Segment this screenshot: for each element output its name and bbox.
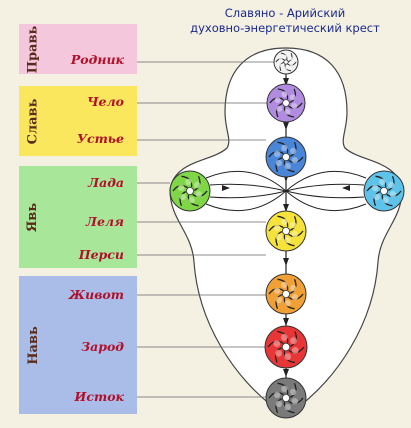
swirl-highlight [274, 288, 280, 294]
swirl-core [283, 100, 290, 107]
label-zarod: Зарод [81, 339, 124, 354]
swirl-highlight [180, 194, 186, 200]
swirl-highlight [379, 179, 385, 185]
swirl-highlight [284, 163, 290, 169]
swirl-highlight [292, 231, 298, 237]
swirl-highlight [290, 94, 296, 100]
swirl-highlight [289, 62, 293, 66]
label-rodnik: Родник [71, 52, 124, 67]
swirl-highlight [281, 282, 287, 288]
swirl-highlight [284, 404, 290, 410]
swirl-highlight [292, 294, 298, 300]
label-ustye: Устье [77, 131, 124, 146]
swirl-highlight [290, 148, 296, 154]
swirl-highlight [290, 285, 296, 291]
swirl-highlight [388, 182, 394, 188]
swirl-highlight [290, 222, 296, 228]
swirl-highlight [274, 392, 280, 398]
swirl-highlight [194, 182, 200, 188]
swirl-highlight [292, 157, 298, 163]
band-name-yav: Явь [26, 202, 41, 231]
swirl-highlight [276, 160, 282, 166]
label-persi: Перси [79, 247, 124, 262]
swirl-highlight [196, 191, 202, 197]
swirl-core [282, 153, 289, 160]
swirl-core [380, 187, 387, 194]
band-name-slav: Славь [26, 98, 41, 144]
swirl-highlight [188, 197, 194, 203]
swirl-highlight [275, 97, 281, 103]
title-line-1: Славяно - Арийский [160, 6, 410, 21]
swirl-highlight [274, 151, 280, 157]
swirl-highlight [283, 55, 287, 59]
swirl-highlight [280, 64, 284, 68]
swirl-highlight [276, 297, 282, 303]
label-lada: Лада [88, 175, 124, 190]
swirl-core [282, 343, 290, 351]
swirl-highlight [178, 185, 184, 191]
label-lelya: Леля [86, 214, 124, 229]
swirl-highlight [273, 340, 280, 347]
swirl-highlight [279, 58, 283, 62]
swirl-highlight [291, 103, 297, 109]
swirl-highlight [372, 185, 378, 191]
swirl-core [186, 187, 193, 194]
swirl-highlight [288, 57, 292, 61]
swirl-highlight [274, 225, 280, 231]
label-chelo: Чело [87, 94, 124, 109]
band-name-nav: Навь [26, 326, 41, 365]
swirl-highlight [276, 234, 282, 240]
swirl-highlight [292, 398, 298, 404]
swirl-highlight [282, 91, 288, 97]
swirl-highlight [374, 194, 380, 200]
band-name-prav: Правь [26, 25, 41, 73]
swirl-core [284, 60, 288, 64]
swirl-core [282, 227, 289, 234]
swirl-highlight [290, 389, 296, 395]
swirl-highlight [281, 219, 287, 225]
label-zhivot: Живот [69, 287, 124, 302]
label-istok: Исток [75, 389, 124, 404]
swirl-highlight [281, 334, 288, 341]
swirl-highlight [290, 337, 297, 344]
swirl-core [282, 394, 289, 401]
swirl-highlight [292, 347, 299, 354]
swirl-highlight [284, 237, 290, 243]
diagram-title: Славяно - Арийский духовно-энергетически… [160, 6, 410, 36]
swirl-highlight [284, 300, 290, 306]
swirl-highlight [390, 191, 396, 197]
swirl-highlight [185, 179, 191, 185]
swirl-highlight [281, 145, 287, 151]
title-line-2: духовно-энергетический крест [160, 21, 410, 36]
swirl-highlight [276, 106, 282, 112]
swirl-highlight [285, 66, 289, 70]
swirl-highlight [275, 350, 282, 357]
swirl-highlight [276, 401, 282, 407]
swirl-highlight [281, 386, 287, 392]
swirl-core [282, 290, 289, 297]
swirl-highlight [382, 197, 388, 203]
swirl-highlight [284, 353, 291, 360]
swirl-highlight [285, 109, 291, 115]
